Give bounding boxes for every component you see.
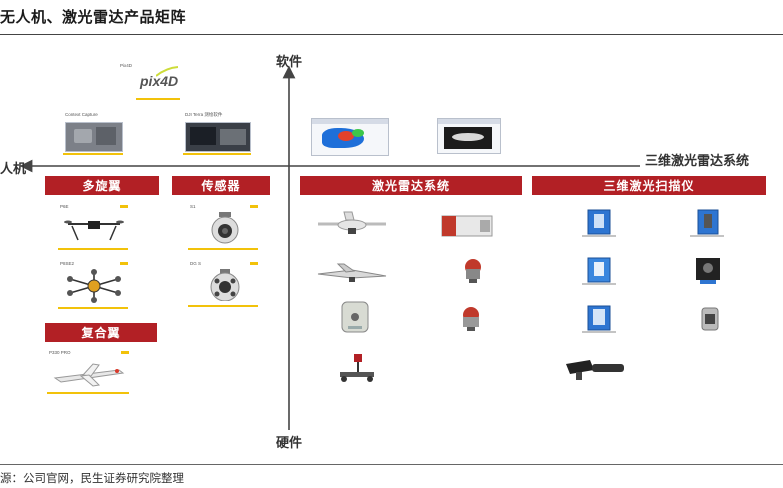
badge bbox=[250, 262, 258, 265]
category-compound-wing: 复合翼 bbox=[45, 323, 157, 342]
lidar-software-screenshot-1 bbox=[311, 118, 389, 156]
lidar-head-red-icon-1 bbox=[465, 259, 481, 283]
yellow-underline bbox=[63, 153, 123, 155]
top-divider bbox=[0, 34, 783, 35]
yellow-underline bbox=[183, 153, 251, 155]
badge bbox=[121, 351, 129, 354]
terrestrial-scanner-icon-2 bbox=[690, 209, 724, 237]
fixed-wing-lidar-drone-icon bbox=[318, 211, 386, 234]
axis-label-right: 三维激光雷达系统 bbox=[645, 153, 750, 168]
context-capture-card: Context Capture bbox=[63, 112, 125, 155]
category-sensor: 传感器 bbox=[172, 176, 270, 195]
dji-terra-caption: DJI Terra 测绘软件 bbox=[185, 112, 223, 117]
swept-wing-lidar-drone-icon bbox=[317, 263, 387, 282]
category-lidar-system: 激光雷达系统 bbox=[300, 176, 522, 195]
product-caption: S1 bbox=[190, 204, 196, 209]
terrestrial-scanner-icon-3 bbox=[582, 257, 616, 285]
badge bbox=[250, 205, 258, 208]
quadcopter-drone-icon bbox=[64, 220, 124, 241]
axis-label-software: 软件 bbox=[276, 54, 303, 69]
hexacopter-drone-icon bbox=[67, 269, 121, 303]
pix4d-swoosh-icon bbox=[156, 66, 178, 77]
terrestrial-scanner-icon-4 bbox=[696, 258, 720, 284]
axis-label-left: 人机 bbox=[0, 161, 27, 176]
badge bbox=[120, 262, 128, 265]
source-note: 源：公司官网，民生证券研究院整理 bbox=[0, 473, 184, 485]
badge bbox=[120, 205, 128, 208]
multirotor-product-2: P8SE2 bbox=[58, 261, 130, 309]
context-capture-screenshot bbox=[65, 122, 123, 152]
dji-terra-card: DJI Terra 测绘软件 bbox=[183, 112, 253, 155]
lidar-pod-icon bbox=[341, 301, 369, 333]
handheld-scanner-icon bbox=[566, 360, 624, 380]
yellow-underline bbox=[188, 248, 258, 250]
yellow-underline bbox=[188, 305, 258, 307]
lidar-scanner-unit-icon bbox=[441, 215, 493, 237]
dji-terra-screenshot bbox=[185, 122, 251, 152]
yellow-underline bbox=[58, 307, 128, 309]
page-title: 无人机、激光雷达产品矩阵 bbox=[0, 9, 187, 26]
terrestrial-scanner-icon-1 bbox=[582, 209, 616, 237]
lidar-head-red-icon-2 bbox=[463, 307, 479, 331]
oblique-camera-icon bbox=[210, 269, 240, 301]
yellow-underline bbox=[136, 98, 180, 100]
product-caption: P6E bbox=[60, 204, 69, 209]
category-multirotor: 多旋翼 bbox=[45, 176, 159, 195]
lidar-software-screenshot-2 bbox=[437, 118, 501, 154]
axis-label-hardware: 硬件 bbox=[276, 435, 303, 450]
compound-wing-product: P330 PRO bbox=[47, 350, 131, 394]
pix4d-logo: pix4D bbox=[140, 73, 179, 89]
context-capture-caption: Context Capture bbox=[65, 112, 98, 117]
terrestrial-scanner-icon-6 bbox=[701, 307, 719, 331]
vehicle-lidar-mount-icon bbox=[340, 354, 374, 382]
multirotor-product-1: P6E bbox=[58, 204, 130, 250]
camera-sensor-icon bbox=[211, 212, 239, 244]
yellow-underline bbox=[47, 392, 129, 394]
sensor-product-2: DG S bbox=[188, 261, 260, 307]
pix4d-card: pix4D Pix4D bbox=[118, 62, 188, 100]
product-caption: P8SE2 bbox=[60, 261, 75, 266]
bottom-divider bbox=[0, 464, 783, 465]
sensor-product-1: S1 bbox=[188, 204, 260, 250]
product-caption: DG S bbox=[190, 261, 202, 266]
vtol-fixed-wing-drone-icon bbox=[53, 363, 125, 387]
pix4d-caption: Pix4D bbox=[120, 63, 133, 68]
product-caption: P330 PRO bbox=[49, 350, 71, 355]
yellow-underline bbox=[58, 248, 128, 250]
category-3d-scanner: 三维激光扫描仪 bbox=[532, 176, 766, 195]
terrestrial-scanner-icon-5 bbox=[582, 305, 616, 333]
